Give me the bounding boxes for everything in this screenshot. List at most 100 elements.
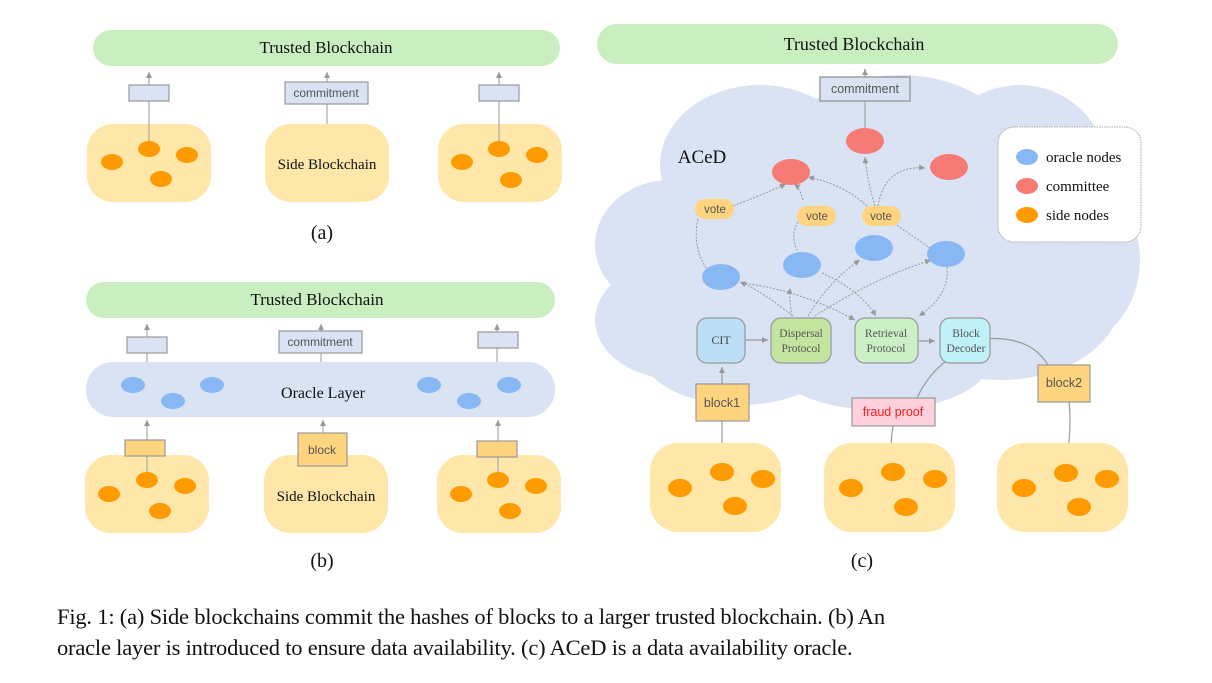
fraud-proof-box bbox=[851, 397, 936, 427]
side-node bbox=[499, 503, 521, 519]
side-blockchain-a-right bbox=[438, 124, 562, 202]
commitment-box-b bbox=[278, 330, 363, 354]
edge bbox=[821, 272, 877, 317]
legend-swatch-oracle bbox=[1016, 149, 1038, 165]
cit-label: CIT bbox=[711, 333, 731, 347]
retrieval-label-2: Protocol bbox=[867, 343, 906, 355]
trusted-blockchain-a-label: Trusted Blockchain bbox=[259, 38, 393, 57]
oracle-node bbox=[161, 393, 185, 409]
trusted-blockchain-c-label: Trusted Blockchain bbox=[784, 34, 925, 54]
commit-box-empty bbox=[126, 336, 168, 354]
side-node bbox=[923, 470, 947, 488]
edge bbox=[877, 164, 926, 207]
legend-label-oracle: oracle nodes bbox=[1046, 150, 1122, 166]
dispersal-label-2: Protocol bbox=[782, 343, 821, 355]
oracle-node bbox=[783, 252, 821, 278]
block-box-empty bbox=[124, 439, 166, 457]
panel-b: Trusted Blockchain Oracle Layer commitme… bbox=[85, 282, 561, 572]
side-node bbox=[525, 478, 547, 494]
commitment-label-b: commitment bbox=[287, 335, 353, 349]
commit-box-empty bbox=[477, 331, 519, 349]
committee-node bbox=[772, 159, 810, 185]
side-node bbox=[150, 171, 172, 187]
side-node bbox=[174, 478, 196, 494]
aced-label: ACeD bbox=[678, 147, 727, 168]
side-node bbox=[488, 141, 510, 157]
side-blockchain-c-left bbox=[650, 443, 781, 532]
side-blockchain-b-right bbox=[437, 455, 561, 533]
side-node bbox=[451, 154, 473, 170]
commitment-box-a bbox=[284, 81, 369, 105]
commitment-box-c bbox=[819, 76, 911, 102]
side-blockchain-b-center bbox=[264, 455, 388, 533]
panel-c: Trusted Blockchain ACeD commitment bbox=[595, 24, 1142, 572]
side-node bbox=[751, 470, 775, 488]
oracle-node bbox=[457, 393, 481, 409]
block-decoder-box: Block Decoder bbox=[939, 317, 991, 364]
commit-box-empty bbox=[128, 84, 170, 102]
vote-label: vote bbox=[806, 211, 828, 223]
trusted-blockchain-b-label: Trusted Blockchain bbox=[250, 290, 384, 309]
trusted-blockchain-c bbox=[597, 24, 1118, 64]
side-node bbox=[668, 479, 692, 497]
side-node bbox=[101, 154, 123, 170]
edge bbox=[807, 175, 868, 207]
decoder-label-1: Block bbox=[952, 328, 980, 340]
oracle-node bbox=[855, 235, 893, 261]
block2-label: block2 bbox=[1046, 376, 1082, 390]
oracle-node bbox=[702, 264, 740, 290]
edge bbox=[896, 224, 931, 249]
retrieval-protocol-box: Retrieval Protocol bbox=[854, 317, 919, 364]
oracle-node bbox=[497, 377, 521, 393]
side-node bbox=[450, 486, 472, 502]
oracle-layer-label: Oracle Layer bbox=[281, 385, 366, 402]
sublabel-a: (a) bbox=[311, 222, 333, 244]
trusted-blockchain-a bbox=[93, 30, 560, 66]
vote-label: vote bbox=[704, 204, 726, 216]
vote-badge: vote bbox=[862, 206, 901, 226]
caption-line-2: oracle layer is introduced to ensure dat… bbox=[57, 635, 853, 660]
vote-badge: vote bbox=[797, 206, 836, 226]
vote-label: vote bbox=[870, 211, 892, 223]
trusted-blockchain-b bbox=[86, 282, 555, 318]
committee-node bbox=[930, 154, 968, 180]
side-node bbox=[526, 147, 548, 163]
legend-swatch-side bbox=[1016, 207, 1038, 223]
commitment-label-a: commitment bbox=[293, 86, 359, 100]
side-node bbox=[500, 172, 522, 188]
side-blockchain-label-b: Side Blockchain bbox=[277, 489, 376, 505]
edge bbox=[807, 259, 861, 317]
edge bbox=[793, 221, 799, 251]
side-node bbox=[710, 463, 734, 481]
committee-node bbox=[846, 128, 884, 154]
caption-line-1: Fig. 1: (a) Side blockchains commit the … bbox=[57, 604, 885, 629]
fraud-proof-label: fraud proof bbox=[863, 405, 924, 419]
side-blockchain-c-right bbox=[997, 443, 1128, 532]
legend-swatch-committee bbox=[1016, 178, 1038, 194]
side-node bbox=[487, 472, 509, 488]
side-node bbox=[98, 486, 120, 502]
legend-label-side: side nodes bbox=[1046, 208, 1109, 224]
oracle-node bbox=[200, 377, 224, 393]
commitment-label-c: commitment bbox=[831, 82, 900, 96]
edge bbox=[741, 282, 856, 321]
dispersal-label-1: Dispersal bbox=[779, 328, 822, 340]
side-node bbox=[149, 503, 171, 519]
side-blockchain-a-left bbox=[87, 124, 211, 202]
commit-box-empty bbox=[478, 84, 520, 102]
block-label-b: block bbox=[308, 443, 337, 457]
oracle-node bbox=[417, 377, 441, 393]
side-node bbox=[138, 141, 160, 157]
oracle-node bbox=[927, 241, 965, 267]
side-node bbox=[176, 147, 198, 163]
block-box-b bbox=[297, 432, 348, 467]
cit-box: CIT bbox=[696, 317, 746, 364]
oracle-layer bbox=[86, 362, 555, 417]
sublabel-b: (b) bbox=[310, 550, 333, 572]
edge bbox=[918, 266, 948, 317]
edge bbox=[695, 218, 707, 269]
sublabel-c: (c) bbox=[851, 550, 873, 572]
side-node bbox=[1067, 498, 1091, 516]
side-node bbox=[881, 463, 905, 481]
side-blockchain-c-center bbox=[824, 443, 955, 532]
